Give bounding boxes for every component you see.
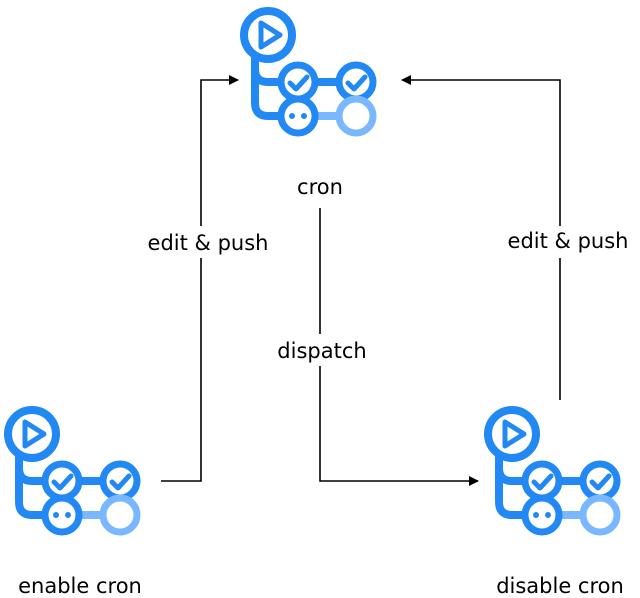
edge-label-enable-to-cron: edit & push bbox=[148, 231, 269, 255]
node-cron: cron bbox=[244, 11, 373, 199]
github-actions-workflow-icon bbox=[8, 410, 137, 532]
github-actions-workflow-icon bbox=[488, 410, 617, 532]
edge-enable-to-cron: edit & push bbox=[138, 75, 278, 482]
edge-label-cron-to-disable: dispatch bbox=[277, 339, 366, 363]
node-enable-cron: enable cron bbox=[8, 410, 142, 598]
node-label-disable-cron: disable cron bbox=[496, 574, 624, 598]
node-label-enable-cron: enable cron bbox=[18, 574, 142, 598]
node-disable-cron: disable cron bbox=[488, 410, 624, 598]
node-label-cron: cron bbox=[297, 175, 343, 199]
edge-cron-to-disable: dispatch bbox=[270, 208, 479, 486]
github-actions-workflow-icon bbox=[244, 11, 373, 133]
edge-disable-to-cron: edit & push bbox=[401, 75, 639, 400]
edge-label-disable-to-cron: edit & push bbox=[508, 229, 629, 253]
